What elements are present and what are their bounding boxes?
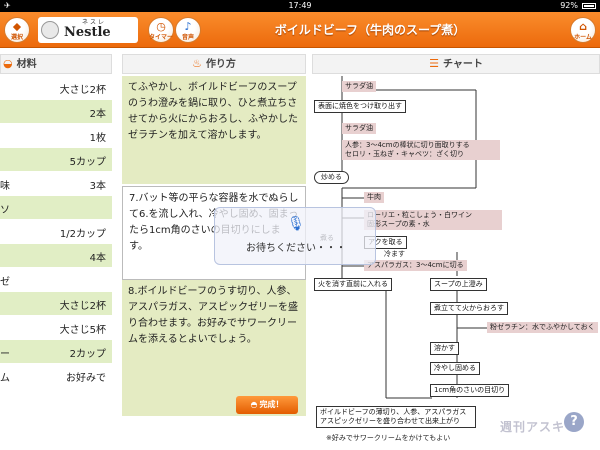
ingredient-amount: 4本 — [89, 253, 106, 264]
ingredient-row: 味 3本 — [0, 172, 112, 195]
ingredient-row: 大さじ5杯 — [0, 316, 112, 339]
step-plate: ボイルドビーフの薄切り、人参、アスパラガスアスピックゼリーを盛り合わせて出来上が… — [316, 406, 476, 428]
ingredient-amount: 2カップ — [69, 349, 106, 360]
clock-icon: ◷ — [156, 20, 166, 33]
ingredient-row: ム お好みで — [0, 364, 112, 387]
microphone-icon: ♪ — [184, 20, 192, 33]
ingredient-amount: 1/2カップ — [59, 229, 106, 240]
done-button[interactable]: ◓完成！ — [236, 396, 298, 414]
wait-message: お待ちください・・・ — [246, 243, 346, 254]
microphone-icon: 🎙 — [287, 216, 305, 232]
step-8-text: 8.ボイルドビーフのうす切り、人参、アスパラガス、アスピックゼリーを盛り合わせま… — [122, 280, 306, 416]
step-dice: 1cm角のさいの目切り — [430, 384, 510, 397]
ingredient-row: ソ — [0, 196, 112, 219]
home-button[interactable]: ⌂ ホーム — [570, 17, 596, 43]
ingredient-amount: 5カップ — [69, 157, 106, 168]
watermark: 週刊アスキー — [500, 420, 579, 434]
step-text: てふやかし、ボイルドビーフのスープのうわ澄みを鍋に取り、ひと煮立ちさせてから火に… — [122, 76, 306, 184]
airplane-icon: ✈ — [4, 1, 11, 10]
flowchart-icon: ☰ — [429, 57, 439, 70]
ingredient-amount: 大さじ5杯 — [59, 325, 106, 336]
step-cool: 冷ます — [384, 250, 405, 258]
steps-panel[interactable]: てふやかし、ボイルドビーフのスープのうわ澄みを鍋に取り、ひと煮立ちさせてから火に… — [112, 76, 308, 450]
step-asparagus: アスパラガス：3～4cmに切る — [364, 260, 467, 271]
step-sear-beef: 表面に焼色をつけ取り出す — [314, 100, 406, 113]
app-header: ⬥ 選択 ネスレ Nestle ◷ タイマー ♪ 音声 ボイルドビーフ（牛肉のス… — [0, 12, 600, 48]
status-bar: ✈ 17:49 92% — [0, 0, 600, 12]
ingredient-row: ー 2カップ — [0, 340, 112, 363]
timer-button[interactable]: ◷ タイマー — [148, 17, 174, 43]
bowl-icon: ◒ — [3, 57, 13, 70]
flow-chart[interactable]: サラダ油 表面に焼色をつけ取り出す サラダ油 人参：3～4cmの棒状に切り面取り… — [312, 76, 600, 450]
nestle-logo: ネスレ Nestle — [38, 17, 138, 43]
help-button[interactable]: ? — [564, 412, 584, 432]
step-chill: 冷やし固める — [430, 362, 480, 375]
step-stir-fry: 炒める — [314, 171, 349, 184]
tag-icon: ⬥ — [13, 20, 21, 33]
battery-percent: 92% — [560, 1, 578, 10]
tag-button[interactable]: ⬥ 選択 — [4, 17, 30, 43]
ingredient-name: ソ — [0, 205, 10, 216]
ingredient-row: 1枚 — [0, 124, 112, 147]
step-sour-cream: ※好みでサワークリームをかけてもよい — [326, 434, 451, 442]
ingredient-amount: 2本 — [89, 109, 106, 120]
ingredient-row: 5カップ — [0, 148, 112, 171]
ingredient-row: 大さじ2杯 — [0, 76, 112, 99]
ingredient-row: 大さじ2杯 — [0, 292, 112, 315]
ingredient-amount: 大さじ2杯 — [59, 301, 106, 312]
house-icon: ⌂ — [579, 20, 587, 33]
step-salad-oil-1: サラダ油 — [342, 81, 376, 92]
voice-wait-dialog: 🎙 お待ちください・・・ — [214, 207, 376, 265]
ingredient-amount: お好みで — [66, 373, 106, 384]
battery-icon — [582, 3, 596, 9]
step-salad-oil-2: サラダ油 — [342, 123, 376, 134]
status-time: 17:49 — [288, 1, 312, 10]
steps-header: ♨作り方 — [122, 54, 306, 74]
ingredient-name: ゼ — [0, 277, 10, 288]
ingredient-name: ム — [0, 373, 10, 384]
ingredient-row: 2本 — [0, 100, 112, 123]
chart-header: ☰チャート — [312, 54, 600, 74]
dish-icon: ◓ — [250, 400, 258, 409]
ingredient-row: 1/2カップ — [0, 220, 112, 243]
step-pre-heat-off: 火を消す直前に入れる — [314, 278, 392, 291]
ingredient-amount: 大さじ2杯 — [59, 85, 106, 96]
pot-icon: ♨ — [192, 57, 202, 70]
step-soup-clear: スープの上澄み — [430, 278, 487, 291]
step-aromatics: ローリエ・粒こしょう・白ワイン固形スープの素・水 — [364, 210, 502, 230]
step-beef: 牛肉 — [364, 192, 384, 203]
nest-emblem-icon — [41, 21, 59, 39]
ingredient-name: 味 — [0, 181, 10, 192]
ingredients-header: ◒材料 — [0, 54, 112, 74]
ingredient-name: ー — [0, 349, 10, 360]
step-dissolve: 溶かす — [430, 342, 459, 355]
ingredient-row: ゼ — [0, 268, 112, 291]
ingredient-row: 4本 — [0, 244, 112, 267]
step-gelatin: 粉ゼラチン：水でふやかしておく — [487, 322, 598, 333]
ingredient-amount: 1枚 — [89, 133, 106, 144]
voice-button[interactable]: ♪ 音声 — [175, 17, 201, 43]
step-veg-prep: 人参：3～4cmの棒状に切り面取りするセロリ・玉ねぎ・キャベツ：ざく切り — [342, 140, 500, 160]
step-boil-off: 煮立てて火からおろす — [430, 302, 508, 315]
ingredient-amount: 3本 — [89, 181, 106, 192]
recipe-title: ボイルドビーフ（牛肉のスープ煮） — [274, 23, 466, 37]
